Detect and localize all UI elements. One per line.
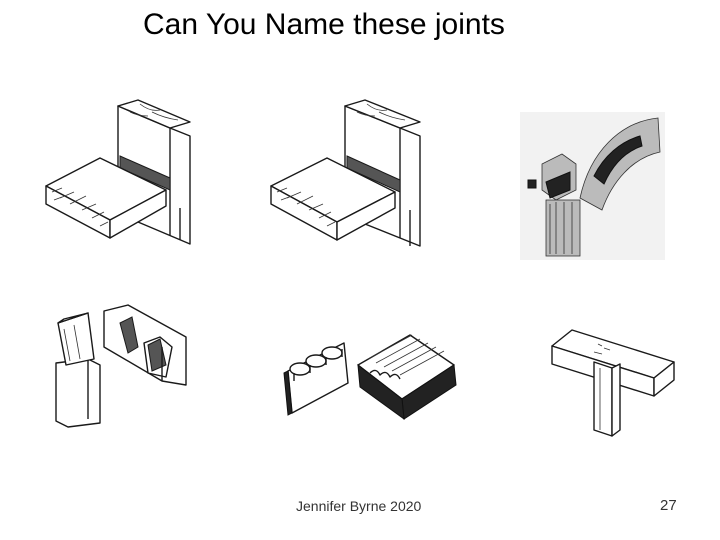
tee-halving-joint-drawing	[548, 322, 678, 442]
stopped-housing-joint-drawing	[265, 98, 435, 253]
page-number: 27	[660, 497, 677, 514]
dovetail-joint-drawing	[48, 303, 193, 428]
housing-joint-drawing	[40, 98, 210, 248]
comb-joint-drawing	[270, 325, 460, 425]
mortise-tenon-photo	[520, 112, 665, 260]
slide-title: Can You Name these joints	[143, 8, 505, 41]
slide-footer: Jennifer Byrne 2020	[296, 498, 422, 514]
